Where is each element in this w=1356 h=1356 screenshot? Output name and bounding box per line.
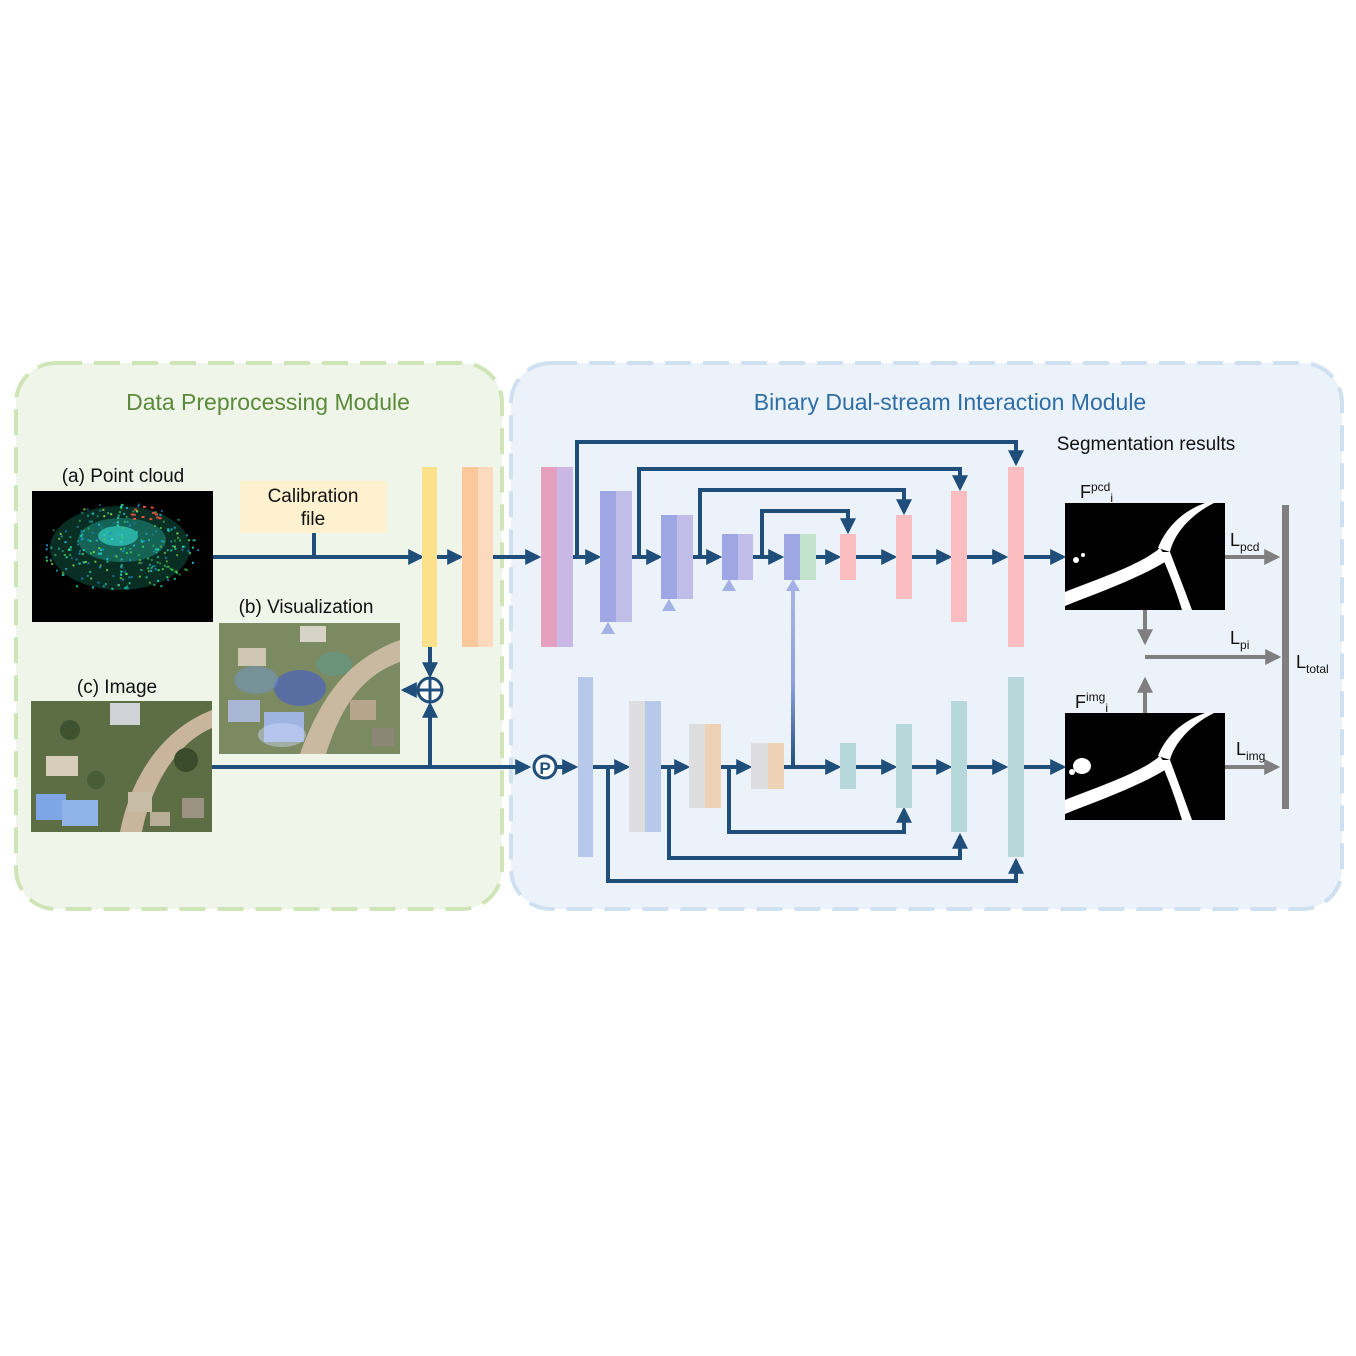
visualization-label: (b) Visualization — [239, 597, 374, 618]
img-decoder-3 — [951, 701, 967, 832]
pcd-skip-connections — [575, 440, 1024, 557]
pcd-block-1b — [557, 467, 573, 647]
pcd-encoder-blocks — [541, 467, 816, 647]
image-label: (c) Image — [77, 677, 157, 698]
loss-pi-label: Lpi — [1230, 628, 1249, 652]
pcd-block-4a — [722, 534, 738, 580]
loss-connections — [1137, 549, 1282, 775]
visualization-image — [219, 623, 400, 754]
pcd-decoder-4 — [1008, 467, 1024, 647]
img-block-4b — [768, 743, 784, 789]
pcd-decoder-blocks — [840, 467, 1024, 647]
pcd-block-3a — [661, 515, 677, 599]
pcd-block-2b — [616, 491, 632, 622]
img-block-2a — [629, 701, 645, 832]
calibration-label-line2: file — [301, 509, 325, 530]
feature-pcd-label: Fpcdi — [1080, 480, 1113, 505]
img-block-1 — [578, 677, 593, 857]
preprocessing-module-title: Data Preprocessing Module — [126, 389, 410, 415]
fusion-add-symbol — [416, 676, 444, 704]
img-block-4a — [751, 743, 768, 789]
img-skip-connections — [606, 767, 1024, 883]
pcd-block-5a — [784, 534, 800, 580]
preprocessing-connections — [212, 533, 542, 775]
loss-total-label: Ltotal — [1296, 652, 1329, 676]
fusion-block-orange-b — [478, 467, 493, 647]
cross-stream-arrowheads — [601, 579, 800, 634]
calibration-label-line1: Calibration — [268, 486, 359, 507]
total-loss-bar — [1282, 505, 1289, 809]
interaction-module-title: Binary Dual-stream Interaction Module — [754, 389, 1146, 415]
loss-img-label: Limg — [1236, 739, 1265, 763]
img-block-3a — [689, 724, 705, 808]
calibration-file-box — [240, 481, 387, 533]
pcd-block-5b — [800, 534, 816, 580]
pcd-block-1a — [541, 467, 557, 647]
segmentation-results-label: Segmentation results — [1057, 434, 1236, 455]
point-cloud-label: (a) Point cloud — [62, 466, 185, 487]
img-decoder-2 — [896, 724, 912, 808]
feature-img-label: Fimgi — [1075, 690, 1108, 715]
point-cloud-image — [32, 491, 213, 622]
img-block-3b — [705, 724, 721, 808]
aerial-image — [31, 701, 212, 832]
pcd-decoder-2 — [896, 515, 912, 599]
fusion-block-orange-a — [462, 467, 478, 647]
pcd-block-3b — [677, 515, 693, 599]
img-block-2b — [645, 701, 661, 832]
projection-symbol: P — [532, 754, 558, 780]
fusion-block-yellow — [422, 467, 437, 647]
pcd-block-4b — [738, 534, 753, 580]
pcd-decoder-3 — [951, 491, 967, 622]
projection-symbol-text: P — [539, 759, 550, 778]
segmentation-mask-pcd — [1065, 503, 1225, 610]
pcd-decoder-1 — [840, 534, 856, 580]
img-decoder-4 — [1008, 677, 1024, 857]
img-encoder-blocks — [578, 677, 784, 857]
segmentation-mask-img — [1065, 713, 1225, 820]
loss-pcd-label: Lpcd — [1230, 530, 1259, 554]
img-decoder-blocks — [840, 677, 1024, 857]
img-decoder-1 — [840, 743, 856, 789]
pcd-block-2a — [600, 491, 616, 622]
